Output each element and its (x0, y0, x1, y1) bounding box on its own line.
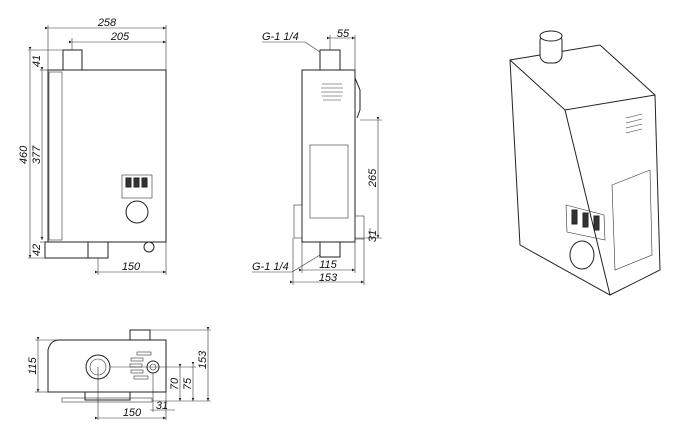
front-view: 258 205 460 377 41 42 150 (18, 17, 167, 275)
dim-150-bottom: 150 (123, 407, 142, 419)
dim-75: 75 (182, 377, 194, 390)
dim-460: 460 (18, 145, 30, 164)
dim-377: 377 (31, 145, 43, 164)
dim-115: 115 (319, 259, 337, 271)
dim-70: 70 (169, 377, 181, 390)
isometric-view (509, 30, 661, 296)
dim-115-bottom: 115 (27, 356, 39, 374)
label-top-thread: G-1 1/4 (262, 31, 299, 43)
dim-150: 150 (122, 261, 141, 273)
dim-153-bottom: 153 (197, 350, 209, 369)
dim-42: 42 (31, 244, 43, 256)
dim-153: 153 (319, 272, 338, 284)
dim-31: 31 (367, 230, 379, 242)
dim-31-bottom: 31 (156, 400, 168, 412)
dim-205: 205 (110, 31, 130, 43)
dim-55: 55 (337, 28, 350, 40)
bottom-view: 115 153 70 75 31 150 (27, 327, 211, 420)
label-bottom-thread: G-1 1/4 (252, 261, 289, 273)
dim-265: 265 (367, 168, 379, 188)
dim-258: 258 (97, 17, 117, 29)
dim-41: 41 (31, 55, 43, 67)
side-view: G-1 1/4 G-1 1/4 55 265 31 115 153 (252, 28, 382, 285)
